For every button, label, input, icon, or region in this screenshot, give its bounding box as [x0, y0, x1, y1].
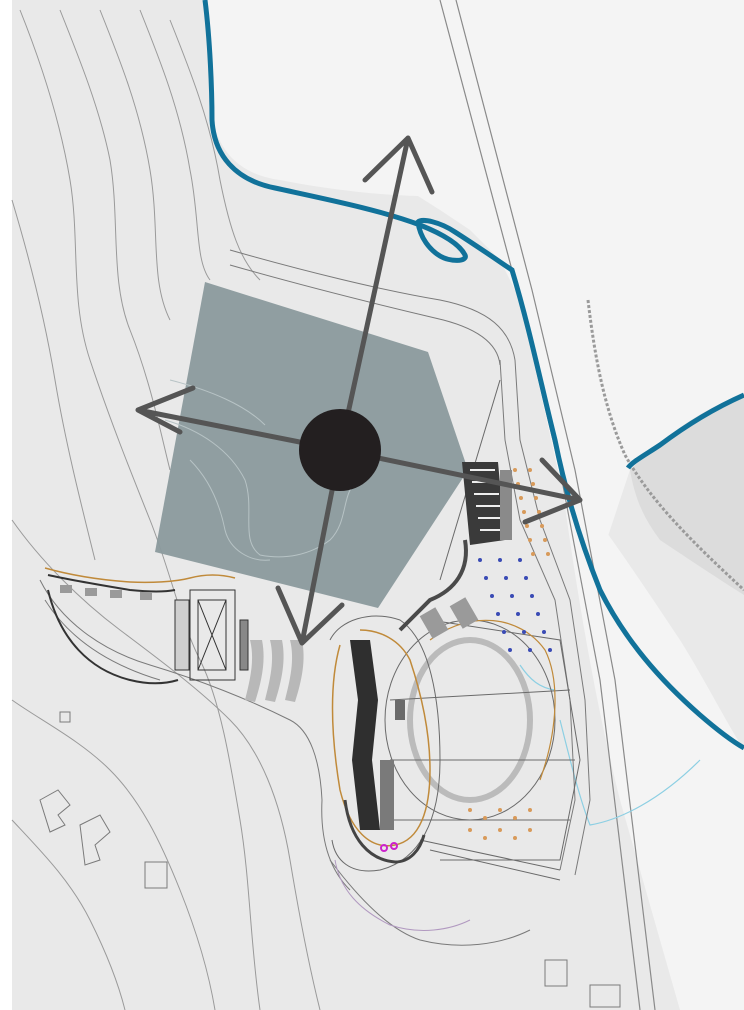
connecting-walkway: [398, 539, 468, 632]
map-dot: [530, 594, 534, 598]
amphitheatre-path: [331, 629, 431, 847]
small-parcels: [39, 711, 621, 1008]
map-dot: [528, 468, 532, 472]
map-dot: [528, 828, 532, 832]
west-walkway: [47, 574, 179, 685]
central-hub-circle: [299, 409, 381, 491]
map-dot: [536, 612, 540, 616]
map-dot: [543, 538, 547, 542]
map-dot: [502, 630, 506, 634]
stadium-complex: [329, 379, 581, 881]
river-edge-east: [625, 392, 744, 470]
footprint-contours: [164, 379, 361, 561]
map-dot: [548, 648, 552, 652]
map-dot: [528, 538, 532, 542]
map-dot: [504, 576, 508, 580]
map-dot: [522, 510, 526, 514]
river-edge-west: [202, 0, 744, 751]
map-dot: [540, 524, 544, 528]
site-roads: [39, 249, 591, 946]
map-dot: [478, 558, 482, 562]
map-dot: [542, 630, 546, 634]
direction-arrow-north: [337, 135, 435, 453]
west-building-cluster: [174, 589, 249, 681]
blue-dot-grid: [478, 558, 552, 652]
map-dot: [483, 816, 487, 820]
map-dot: [513, 836, 517, 840]
map-dot: [508, 648, 512, 652]
map-dot: [516, 612, 520, 616]
map-dot: [519, 496, 523, 500]
map-dot: [498, 828, 502, 832]
map-dot: [496, 612, 500, 616]
faint-path: [334, 859, 471, 931]
map-dot: [498, 558, 502, 562]
map-dot: [513, 816, 517, 820]
central-tribune: [343, 640, 426, 864]
map-dot: [531, 482, 535, 486]
map-dot: [537, 510, 541, 514]
river-water-area: [205, 0, 744, 560]
contour-lines: [11, 9, 321, 1010]
orange-dot-grid: [468, 468, 550, 840]
map-dot: [546, 552, 550, 556]
poi-markers: [380, 842, 398, 852]
map-dot: [522, 630, 526, 634]
map-dot: [528, 648, 532, 652]
fenced-track: [586, 299, 744, 592]
map-dot: [528, 808, 532, 812]
map-dot: [483, 836, 487, 840]
left-frame-strip: [0, 0, 12, 1010]
map-dot: [498, 808, 502, 812]
west-accent-path: [44, 567, 236, 584]
curved-strips: [245, 640, 304, 702]
map-dot: [490, 594, 494, 598]
gray-block-group-east: [419, 597, 479, 639]
map-dot: [510, 594, 514, 598]
map-dot: [468, 828, 472, 832]
map-dot: [518, 558, 522, 562]
map-dot: [484, 576, 488, 580]
map-dot: [524, 576, 528, 580]
gray-block-group-west: [60, 585, 152, 600]
map-dot: [534, 496, 538, 500]
map-dot: [468, 808, 472, 812]
map-dot: [525, 524, 529, 528]
map-dot: [513, 468, 517, 472]
map-dot: [531, 552, 535, 556]
